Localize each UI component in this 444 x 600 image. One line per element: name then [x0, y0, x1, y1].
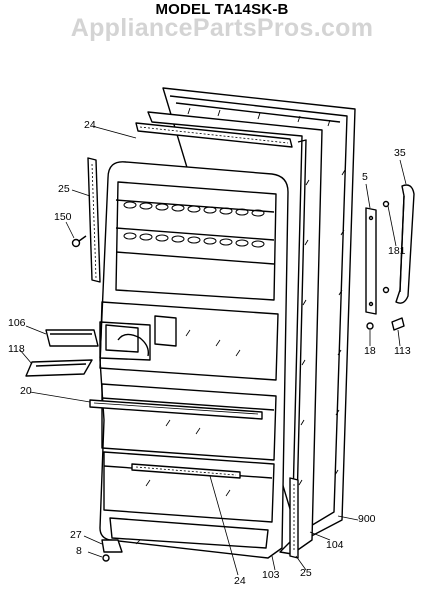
door-stop — [391, 317, 405, 331]
callout-25-left: 25 — [58, 183, 70, 195]
door-handle — [395, 184, 415, 304]
shelf-rail — [89, 399, 263, 420]
callout-900: 900 — [358, 513, 376, 525]
top-breaker-strip — [135, 122, 293, 148]
left-trim-strip — [87, 157, 101, 283]
callout-8: 8 — [76, 545, 82, 557]
callout-20: 20 — [20, 385, 32, 397]
callout-25-bottom: 25 — [300, 567, 312, 579]
callout-5: 5 — [362, 171, 368, 183]
hinge-cap — [101, 539, 123, 553]
callout-104: 104 — [326, 539, 344, 551]
leader-lines — [19, 125, 407, 576]
watermark: AppliancePartsPros.com — [70, 14, 374, 42]
screw-150 — [71, 235, 87, 248]
model-title: MODEL TA14SK-B — [155, 1, 289, 18]
shelf — [25, 359, 93, 377]
callout-27: 27 — [70, 529, 82, 541]
hinge-screw — [102, 554, 110, 562]
callout-24-bottom: 24 — [234, 575, 246, 587]
callout-181: 181 — [388, 245, 406, 257]
callout-118: 118 — [8, 343, 25, 355]
callout-113: 113 — [394, 345, 411, 357]
right-trim-strip — [289, 477, 299, 559]
door-gasket — [147, 111, 323, 555]
inner-door-liner — [99, 161, 289, 559]
hinge-pin — [366, 322, 374, 330]
handle-screws — [382, 200, 390, 294]
callout-103: 103 — [262, 569, 280, 581]
callout-35: 35 — [394, 147, 406, 159]
callout-150: 150 — [54, 211, 72, 223]
callout-24-top: 24 — [84, 119, 96, 131]
callout-18: 18 — [364, 345, 376, 357]
shelf-front — [45, 329, 99, 347]
handle-bracket — [365, 207, 377, 315]
callout-106: 106 — [8, 317, 26, 329]
bottom-breaker-strip — [131, 463, 241, 479]
